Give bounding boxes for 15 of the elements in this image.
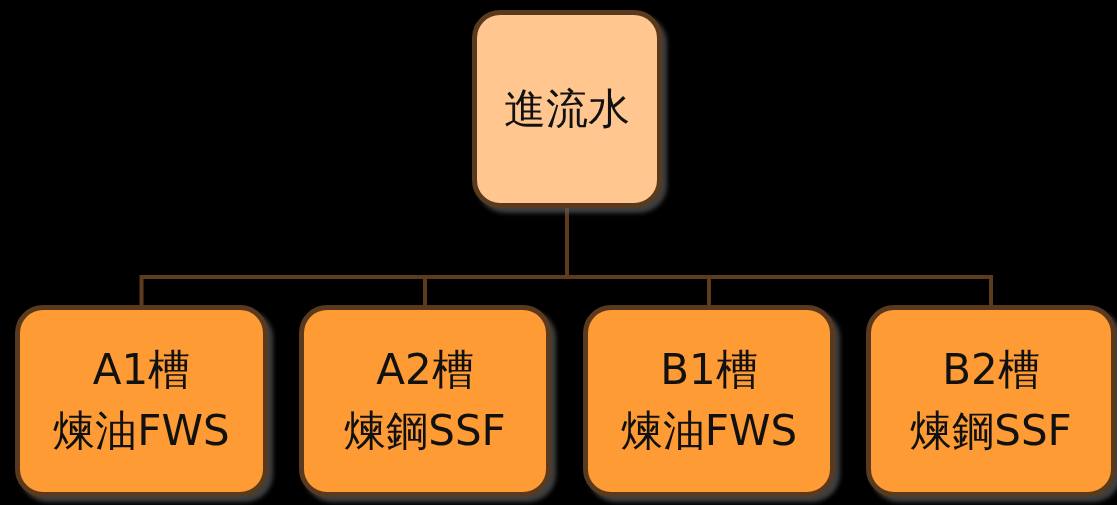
box-label: 煉油FWS [620,405,798,457]
box-label: 煉鋼SSF [344,405,506,457]
connector-line [565,208,993,305]
box-label: 煉鋼SSF [910,405,1072,457]
box-label: A1槽 [92,344,191,397]
box-label: 進流水 [504,82,630,135]
process-box [472,10,662,208]
process-box [15,305,268,497]
process-box [583,305,835,497]
process-box [866,305,1116,497]
box-label: 煉油FWS [53,405,230,457]
box-label: B1槽 [660,344,758,397]
box-label: A2槽 [376,344,474,397]
process-box [299,305,551,497]
box-label: B2槽 [942,344,1040,397]
